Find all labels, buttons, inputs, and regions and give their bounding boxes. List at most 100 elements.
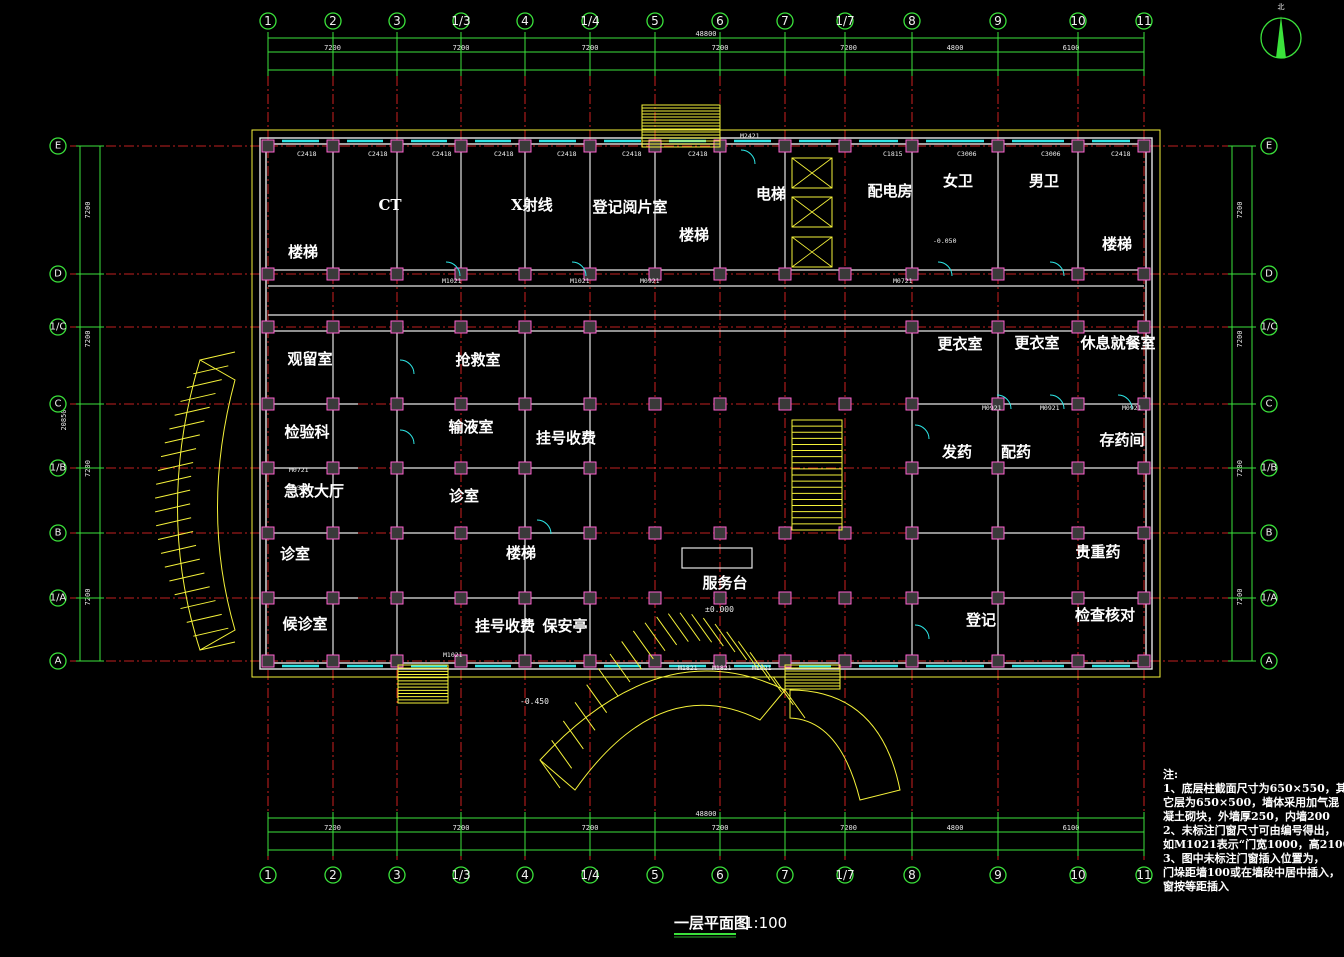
structural-column [454, 267, 468, 281]
elevator-shaft [791, 236, 833, 268]
door-tag: M0921 [1122, 404, 1142, 412]
axis-bubble-y [1260, 318, 1278, 336]
curved-steps-tread [714, 623, 736, 653]
structural-column [1137, 267, 1151, 281]
room-label-stair-a: 楼梯 [679, 226, 709, 244]
axis-label-x: 1/7 [835, 14, 854, 28]
structural-column [991, 654, 1005, 668]
structural-column [326, 139, 340, 153]
curved-steps-tread [691, 613, 713, 643]
structural-column [905, 320, 919, 334]
room-label-emergency: 急救大厅 [284, 482, 344, 500]
axis-label-y: C [1266, 399, 1273, 410]
structural-column [905, 267, 919, 281]
structural-column [838, 526, 852, 540]
curved-steps-tread [186, 379, 222, 389]
axis-label-x: 8 [908, 14, 916, 28]
elevator-shaft-cross [791, 157, 833, 189]
note-line: 1、底层柱截面尺寸为650×550，其 [1163, 781, 1344, 795]
curved-steps-tread [193, 365, 229, 375]
curved-steps-tread [656, 616, 678, 646]
axis-label-x: 4 [521, 868, 529, 882]
room-label-register-pay: 挂号收费 [536, 429, 596, 447]
structural-column [583, 397, 597, 411]
structural-column [713, 654, 727, 668]
axis-bubble-x [711, 12, 729, 30]
axis-bubble-y [1260, 395, 1278, 413]
structural-column [713, 526, 727, 540]
dim-vertical-text: 7200 [84, 202, 92, 219]
dim-vertical-text: 7200 [84, 331, 92, 348]
axis-bubble-x [903, 866, 921, 884]
room-label-service: 服务台 [702, 574, 747, 592]
axis-bubble-x [836, 12, 854, 30]
axis-label-y: 1/C [50, 322, 67, 333]
door-swing [536, 519, 552, 535]
door-swing [996, 394, 1012, 410]
room-label-observe: 观留室 [287, 350, 332, 368]
axis-bubble-x [1069, 12, 1087, 30]
structural-column [991, 267, 1005, 281]
curved-steps-west [177, 359, 236, 651]
axis-label-x: 1 [264, 14, 272, 28]
dim-span-text: 6100 [1063, 44, 1080, 52]
door-tag: M1021 [442, 277, 462, 285]
window-tag: C3006 [1041, 150, 1061, 158]
axis-bubble-x [1069, 866, 1087, 884]
structural-column [454, 591, 468, 605]
structural-column [648, 267, 662, 281]
curved-steps-tread [155, 489, 191, 499]
door-swing [937, 261, 953, 277]
door-tag: M1821 [678, 664, 698, 672]
structural-column [1137, 591, 1151, 605]
window-tag: C2418 [432, 150, 452, 158]
curved-steps-tread [186, 613, 222, 623]
curved-steps-tread [679, 612, 701, 642]
room-label-power: 配电房 [867, 182, 912, 200]
axis-label-x: 10 [1070, 868, 1085, 882]
parapet-outline [251, 129, 1161, 678]
structural-column [905, 591, 919, 605]
room-label-waiting: 候诊室 [282, 615, 327, 633]
axis-bubble-y [49, 265, 67, 283]
door-tag: M0921 [982, 404, 1002, 412]
structural-column [261, 139, 275, 153]
door-tag: M1821 [752, 664, 772, 672]
structural-column [1137, 461, 1151, 475]
curved-steps-tread [644, 622, 666, 652]
axis-label-y: B [1266, 528, 1273, 539]
axis-label-y: A [1266, 656, 1273, 667]
note-line: 如M1021表示“门宽1000，高2100” [1163, 837, 1344, 851]
axis-bubble-x [581, 12, 599, 30]
note-line: 窗按等距插入 [1163, 879, 1229, 893]
axis-bubble-x [452, 866, 470, 884]
structural-column [778, 267, 792, 281]
room-label-stair-d: 楼梯 [506, 544, 536, 562]
curved-steps-tread [156, 517, 192, 527]
structural-column [326, 397, 340, 411]
structural-column [326, 267, 340, 281]
window-tag: C3006 [957, 150, 977, 158]
structural-column [991, 526, 1005, 540]
structural-column [454, 139, 468, 153]
structural-column [390, 320, 404, 334]
axis-bubble-x [1135, 866, 1153, 884]
curved-steps-tread [164, 558, 200, 568]
curved-steps-tread [632, 630, 654, 660]
window-tag: C2418 [1111, 150, 1131, 158]
room-label-stair-c: 楼梯 [1102, 235, 1132, 253]
door-swing [1049, 394, 1065, 410]
structural-column [1071, 320, 1085, 334]
room-label-lounge: 休息就餐室 [1079, 334, 1155, 352]
curved-steps-tread [193, 627, 229, 637]
structural-column [390, 526, 404, 540]
axis-label-y: E [1266, 141, 1272, 152]
structural-column [778, 397, 792, 411]
structural-column [838, 397, 852, 411]
axis-bubble-y [49, 395, 67, 413]
axis-label-x: 3 [393, 868, 401, 882]
axis-bubble-x [646, 866, 664, 884]
